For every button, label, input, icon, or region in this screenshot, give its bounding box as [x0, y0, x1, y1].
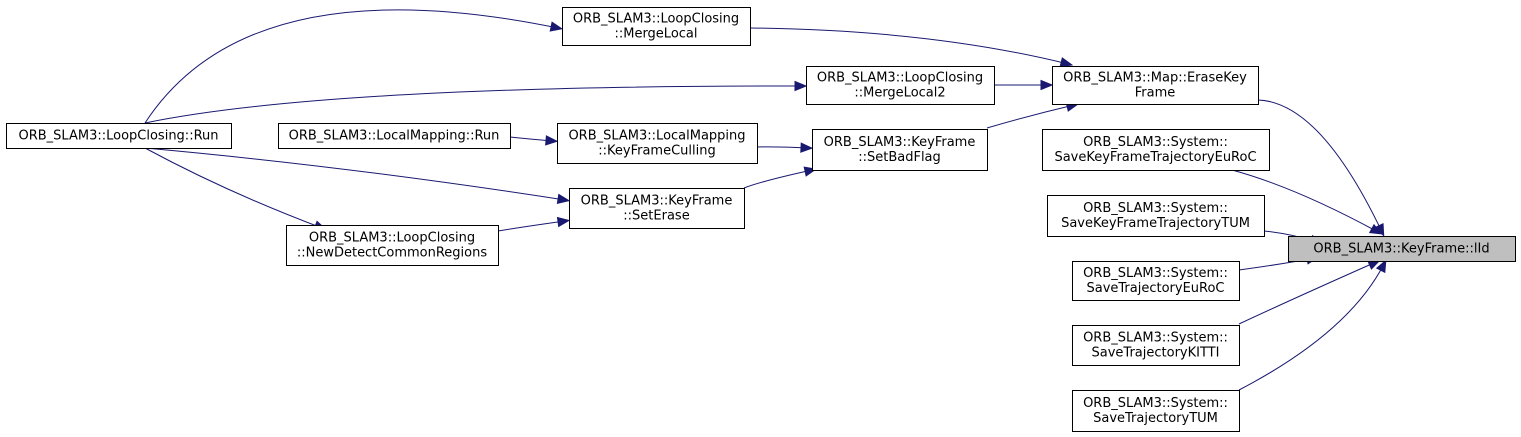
node-box — [1288, 236, 1516, 262]
edge-savetrtum-to-lid — [1238, 259, 1387, 391]
node-mergelocal[interactable]: ORB_SLAM3::LoopClosing::MergeLocal — [562, 7, 751, 46]
node-label-line: ORB_SLAM3::System:: — [1083, 331, 1228, 346]
node-label-line: ORB_SLAM3::Map::EraseKey — [1063, 71, 1247, 86]
edge-arrowhead — [556, 193, 571, 205]
edge-lcrun-to-newdetect — [144, 147, 327, 231]
node-label-line: ::KeyFrameCulling — [598, 144, 715, 159]
node-label-line: ORB_SLAM3::System:: — [1083, 396, 1228, 411]
node-lmrun[interactable]: ORB_SLAM3::LocalMapping::Run — [278, 123, 511, 149]
node-box — [1052, 66, 1259, 105]
edge-line — [497, 220, 566, 232]
edge-line — [144, 147, 323, 229]
edge-setbadflag-to-erasekf — [986, 101, 1080, 129]
node-mergelocal2[interactable]: ORB_SLAM3::LoopClosing::MergeLocal2 — [806, 66, 995, 105]
node-label-line: ORB_SLAM3::LoopClosing — [573, 12, 739, 27]
node-label-line: ::MergeLocal2 — [854, 86, 945, 101]
edge-arrowhead — [1040, 79, 1054, 91]
edge-arrowhead — [1375, 259, 1387, 274]
edge-newdetect-to-seterase — [497, 216, 571, 232]
edge-arrowhead — [1368, 223, 1383, 235]
edge-kfculling-to-setbadflag — [756, 142, 814, 153]
node-label-line: ORB_SLAM3::System:: — [1083, 266, 1228, 281]
node-label-line: ::NewDetectCommonRegions — [297, 246, 488, 261]
edge-line — [1238, 261, 1377, 325]
edge-arrowhead — [1059, 57, 1074, 68]
node-box — [1072, 325, 1240, 366]
node-box — [286, 225, 499, 266]
node-box — [806, 66, 995, 105]
edge-line — [144, 85, 803, 124]
edge-arrowhead — [556, 216, 571, 228]
edge-lcrun-to-mergelocal — [144, 9, 564, 124]
nodes-layer: ORB_SLAM3::KeyFrame::lId ORB_SLAM3::Map::… — [6, 7, 1516, 432]
node-label-line: ORB_SLAM3::System:: — [1083, 135, 1228, 150]
node-box — [1072, 261, 1240, 301]
node-savetrkitti[interactable]: ORB_SLAM3::System::SaveTrajectoryKITTI — [1072, 325, 1240, 366]
node-box — [6, 123, 232, 149]
edge-lcrun-to-mergelocal2 — [144, 80, 808, 124]
node-label-line: ORB_SLAM3::LocalMapping — [568, 129, 745, 144]
edge-line — [749, 27, 1069, 65]
node-label-line: SaveTrajectoryTUM — [1093, 411, 1218, 426]
edge-line — [1257, 99, 1383, 233]
node-box — [1047, 195, 1265, 237]
edge-seterase-to-setbadflag — [743, 166, 818, 189]
edge-arrowhead — [545, 135, 559, 146]
node-label-line: ORB_SLAM3::KeyFrame — [581, 194, 733, 209]
node-label-line: ORB_SLAM3::KeyFrame — [824, 135, 976, 150]
edge-line — [1231, 169, 1379, 233]
edge-line — [144, 147, 566, 201]
edge-arrowhead — [549, 21, 564, 32]
edge-lmrun-to-kfculling — [509, 135, 559, 146]
edge-arrowhead — [800, 142, 814, 153]
edge-line — [756, 146, 809, 149]
node-newdetect[interactable]: ORB_SLAM3::LoopClosing::NewDetectCommonR… — [286, 225, 499, 266]
edge-line — [144, 9, 559, 124]
node-label-line: ::MergeLocal — [614, 27, 697, 42]
edge-line — [1238, 263, 1385, 391]
node-lcrun[interactable]: ORB_SLAM3::LoopClosing::Run — [6, 123, 232, 149]
node-label-line: ORB_SLAM3::LoopClosing::Run — [19, 129, 219, 144]
edge-lcrun-to-seterase — [144, 147, 571, 205]
node-label-line: Frame — [1135, 86, 1176, 101]
node-label-line: ::SetBadFlag — [858, 150, 941, 165]
node-box — [812, 129, 988, 171]
edge-mergelocal-to-erasekf — [749, 27, 1074, 68]
node-savekftum[interactable]: ORB_SLAM3::System::SaveKeyFrameTrajector… — [1047, 195, 1265, 237]
edge-savetrkitti-to-lid — [1238, 259, 1381, 325]
edge-savekfeuroc-to-lid — [1231, 169, 1383, 235]
node-box — [562, 7, 751, 46]
node-label-line: ORB_SLAM3::KeyFrame::lId — [1313, 242, 1489, 257]
node-box — [278, 123, 511, 149]
node-label-line: SaveKeyFrameTrajectoryTUM — [1061, 216, 1250, 231]
node-label-line: ::SetErase — [623, 209, 689, 224]
node-savetreuroc[interactable]: ORB_SLAM3::System::SaveTrajectoryEuRoC — [1072, 261, 1240, 301]
node-savetrtum[interactable]: ORB_SLAM3::System::SaveTrajectoryTUM — [1072, 390, 1240, 432]
edge-arrowhead — [794, 80, 808, 92]
node-box — [1042, 129, 1270, 171]
node-savekfeuroc[interactable]: ORB_SLAM3::System::SaveKeyFrameTrajector… — [1042, 129, 1270, 171]
edge-mergelocal2-to-erasekf — [994, 79, 1054, 91]
node-label-line: ORB_SLAM3::LoopClosing — [817, 71, 983, 86]
node-setbadflag[interactable]: ORB_SLAM3::KeyFrame::SetBadFlag — [812, 129, 988, 171]
node-label-line: SaveTrajectoryKITTI — [1092, 346, 1220, 361]
node-label-line: ORB_SLAM3::LoopClosing — [309, 231, 475, 246]
node-label-line: SaveKeyFrameTrajectoryEuRoC — [1054, 150, 1256, 165]
node-box — [1072, 390, 1240, 432]
node-kfculling[interactable]: ORB_SLAM3::LocalMapping::KeyFrameCulling — [557, 123, 758, 164]
node-label-line: ORB_SLAM3::LocalMapping::Run — [289, 129, 500, 144]
node-box — [557, 123, 758, 164]
edge-line — [986, 104, 1075, 129]
edge-line — [743, 169, 813, 189]
node-seterase[interactable]: ORB_SLAM3::KeyFrame::SetErase — [569, 188, 745, 229]
node-box — [569, 188, 745, 229]
edge-erasekf-to-lid — [1257, 99, 1385, 237]
node-label-line: SaveTrajectoryEuRoC — [1086, 281, 1224, 296]
node-label-line: ORB_SLAM3::System:: — [1083, 201, 1228, 216]
node-lid: ORB_SLAM3::KeyFrame::lId — [1288, 236, 1516, 262]
